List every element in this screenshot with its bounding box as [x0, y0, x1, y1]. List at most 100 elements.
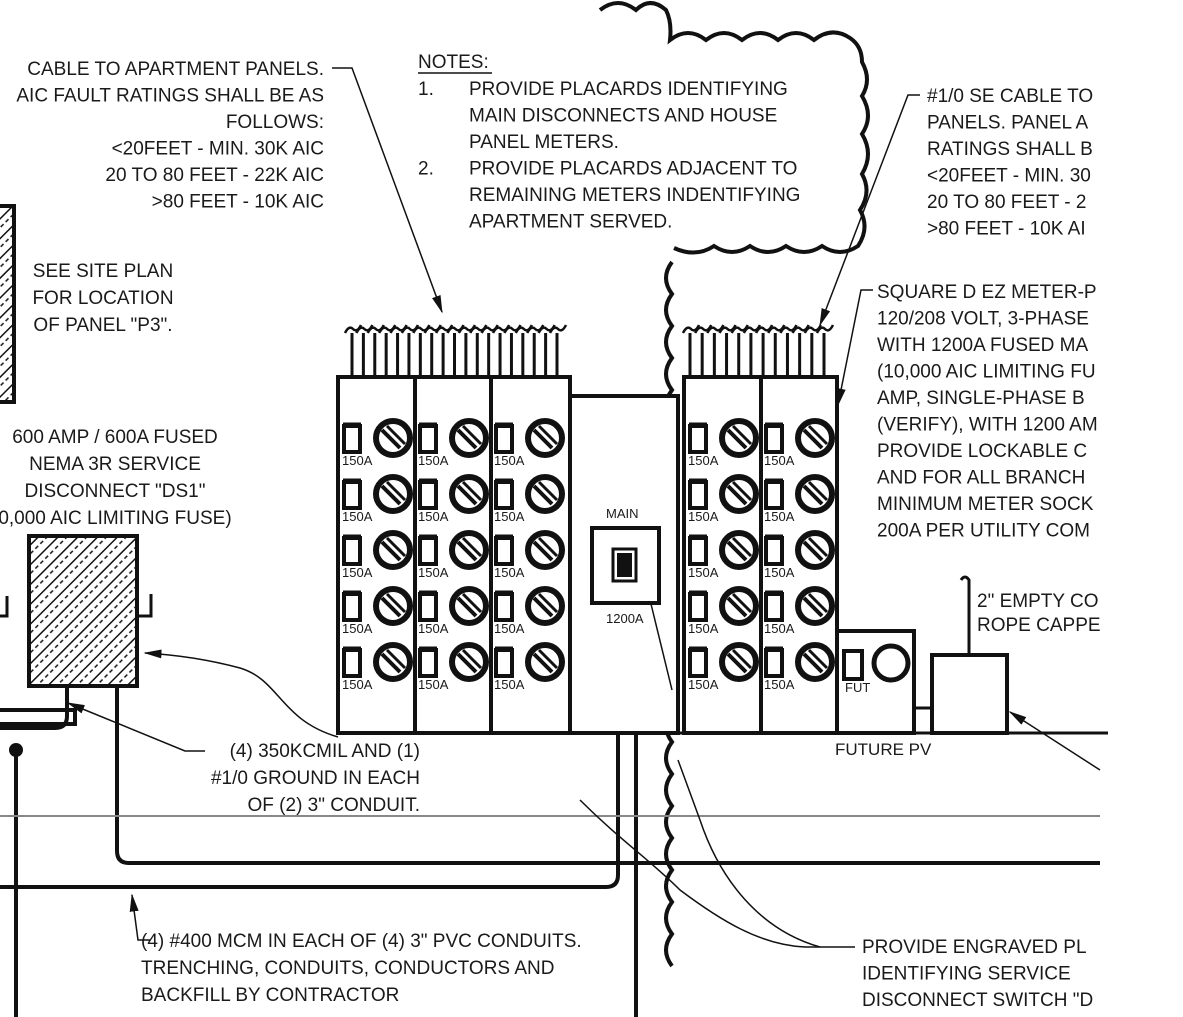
meter-icon	[373, 418, 413, 458]
breaker-icon	[688, 648, 708, 678]
breaker-rating: 150A	[418, 621, 449, 636]
placard-note-line: PROVIDE ENGRAVED PL	[862, 937, 1087, 958]
meter-socket: 150A	[418, 418, 489, 468]
meter-icon	[795, 418, 835, 458]
cable-note-left-line: FOLLOWS:	[226, 112, 324, 133]
meter-icon	[719, 642, 759, 682]
meter-socket: 150A	[688, 586, 759, 636]
breaker-rating: 150A	[764, 677, 795, 692]
future-pv-label: FUTURE PV	[835, 740, 932, 759]
breaker-rating: 150A	[764, 453, 795, 468]
placard-note-line: DISCONNECT SWITCH "D	[862, 990, 1093, 1011]
breaker-icon	[342, 648, 362, 678]
meter-icon	[795, 530, 835, 570]
conductor-note-line: #1/0 GROUND IN EACH	[211, 768, 420, 789]
breaker-rating: 150A	[418, 565, 449, 580]
meter-icon	[795, 642, 835, 682]
breaker-icon	[418, 480, 438, 510]
meter-icon	[449, 418, 489, 458]
meter-socket: 150A	[494, 530, 565, 580]
meter-socket: 150A	[418, 586, 489, 636]
meter-socket: 150A	[494, 586, 565, 636]
note-text: APARTMENT SERVED.	[469, 212, 672, 233]
meter-icon	[719, 586, 759, 626]
breaker-rating: 150A	[342, 565, 373, 580]
note-text: PROVIDE PLACARDS ADJACENT TO	[469, 159, 797, 180]
meter-socket: 150A	[342, 642, 413, 692]
placard-note-line: IDENTIFYING SERVICE	[862, 964, 1071, 985]
meter-icon	[373, 586, 413, 626]
breaker-rating: 150A	[688, 621, 719, 636]
disconnect-note-line: 0,000 AIC LIMITING FUSE)	[0, 508, 232, 529]
site-plan-note-line: SEE SITE PLAN	[33, 261, 173, 282]
breaker-rating: 150A	[494, 509, 525, 524]
meter-stack-note-line: MINIMUM METER SOCK	[877, 494, 1094, 515]
meter-socket: 150A	[764, 586, 835, 636]
meter-stack-note-line: (VERIFY), WITH 1200 AM	[877, 415, 1098, 436]
meter-stack-note-line: (10,000 AIC LIMITING FU	[877, 362, 1096, 383]
breaker-rating: 150A	[342, 509, 373, 524]
future-pv-section: FUT FUTURE PV	[835, 629, 932, 759]
meter-icon	[795, 474, 835, 514]
note-text: REMAINING METERS INDENTIFYING	[469, 185, 800, 206]
disconnect-note-line: DISCONNECT "DS1"	[24, 481, 205, 502]
breaker-rating: 150A	[418, 453, 449, 468]
meter-socket: 150A	[494, 474, 565, 524]
breaker-icon	[688, 424, 708, 454]
breaker-rating: 150A	[688, 509, 719, 524]
meter-icon	[449, 642, 489, 682]
revision-cloud	[598, 1, 870, 255]
main-section: MAIN 1200A	[568, 394, 680, 735]
meter-socket: 150A	[494, 418, 565, 468]
breaker-icon	[418, 592, 438, 622]
meter-icon	[525, 586, 565, 626]
meter-stack-note-line: 200A PER UTILITY COM	[877, 521, 1090, 542]
cable-note-left-line: AIC FAULT RATINGS SHALL BE AS	[16, 86, 324, 107]
cable-note-left: CABLE TO APARTMENT PANELS.AIC FAULT RATI…	[16, 59, 324, 213]
breaker-icon	[418, 648, 438, 678]
breaker-rating: 150A	[688, 677, 719, 692]
breaker-icon	[494, 536, 514, 566]
meter-icon	[525, 418, 565, 458]
breaker-icon	[418, 536, 438, 566]
cable-note-right-line: <20FEET - MIN. 30	[927, 166, 1091, 187]
meter-socket: 150A	[342, 530, 413, 580]
meter-socket: 150A	[764, 474, 835, 524]
meter-icon	[449, 474, 489, 514]
empty-conduit-note-line: ROPE CAPPE	[977, 615, 1101, 636]
meter-socket: 150A	[494, 642, 565, 692]
notes-block: NOTES: 1.PROVIDE PLACARDS IDENTIFYINGMAI…	[418, 52, 800, 233]
meter-socket: 150A	[764, 530, 835, 580]
breaker-icon	[494, 648, 514, 678]
meter-icon	[525, 530, 565, 570]
meter-stack-note-line: 120/208 VOLT, 3-PHASE	[877, 309, 1089, 330]
breaker-icon	[764, 480, 784, 510]
breaker-rating: 150A	[494, 677, 525, 692]
cable-note-left-line: >80 FEET - 10K AIC	[152, 192, 324, 213]
breaker-icon	[494, 592, 514, 622]
breaker-icon	[764, 648, 784, 678]
placard-note: PROVIDE ENGRAVED PL IDENTIFYING SERVICE DI…	[862, 937, 1093, 1011]
meter-socket: 150A	[418, 474, 489, 524]
disconnect-note-line: 600 AMP / 600A FUSED	[12, 427, 218, 448]
breaker-icon	[764, 536, 784, 566]
feeder-note-line: (4) #400 MCM IN EACH OF (4) 3" PVC CONDU…	[141, 931, 582, 952]
meter-icon	[719, 530, 759, 570]
breaker-rating: 150A	[494, 453, 525, 468]
meter-icon	[373, 530, 413, 570]
breaker-rating: 150A	[494, 621, 525, 636]
meter-socket: 150A	[688, 642, 759, 692]
meter-socket: 150A	[342, 474, 413, 524]
empty-conduit-note-line: 2" EMPTY CO	[977, 591, 1098, 612]
feeder-note: (4) #400 MCM IN EACH OF (4) 3" PVC CONDU…	[141, 931, 582, 1006]
breaker-icon	[688, 536, 708, 566]
meter-socket: 150A	[342, 418, 413, 468]
meter-socket: 150A	[688, 530, 759, 580]
meter-socket: 150A	[418, 642, 489, 692]
cable-note-right-line: #1/0 SE CABLE TO	[927, 86, 1093, 107]
cable-note-right-line: >80 FEET - 10K AI	[927, 219, 1086, 240]
feeder-conduit	[115, 686, 1100, 865]
